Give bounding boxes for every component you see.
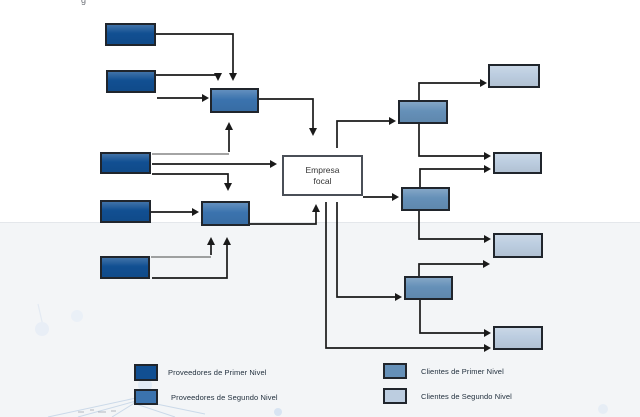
arrow-c1-to-l1 <box>418 82 480 100</box>
client-tier1-box-1 <box>398 100 448 124</box>
arrow-focal-to-l4 <box>325 202 484 349</box>
supplier-tier1-box-5 <box>100 256 150 279</box>
supplier-tier1-box-3 <box>100 152 151 174</box>
arrow-c3-to-l3 <box>418 263 483 276</box>
supplier-tier2-box-2 <box>201 201 250 226</box>
client-tier2-box-4 <box>493 326 543 350</box>
legend-swatch-clientes-segundo <box>383 388 407 404</box>
client-tier1-box-3 <box>404 276 453 300</box>
focal-company-label: Empresa focal <box>305 165 340 186</box>
supplier-tier1-box-2 <box>106 70 156 93</box>
cropped-caption-artifact: g <box>81 0 87 5</box>
legend-label-proveedores-segundo: Proveedores de Segundo Nivel <box>171 393 278 402</box>
client-tier2-box-1 <box>488 64 540 88</box>
supplier-tier1-box-4 <box>100 200 151 223</box>
arrow-focal-to-c3 <box>336 202 395 298</box>
arrow-c1-to-l2 <box>418 124 484 157</box>
arrow-c2-to-l2 <box>419 168 484 187</box>
arrowheads <box>192 73 491 352</box>
client-tier2-box-3 <box>493 233 543 258</box>
legend-swatch-proveedores-segundo <box>134 389 158 405</box>
legend-swatch-clientes-primer <box>383 363 407 379</box>
arrow-focal-to-c1 <box>336 120 389 148</box>
arrow-m1-to-focal <box>259 98 314 128</box>
supplier-tier2-box-1 <box>210 88 259 113</box>
legend-swatch-proveedores-primer <box>134 364 158 381</box>
legend-label-clientes-primer: Clientes de Primer Nivel <box>421 367 504 376</box>
arrow-m2-to-focal <box>250 212 317 225</box>
arrow-c3-to-l4 <box>419 300 484 334</box>
focal-company-box: Empresa focal <box>282 155 363 196</box>
arrow-s5-up-to-m2-b <box>152 245 228 279</box>
legend-label-proveedores-primer: Proveedores de Primer Nivel <box>168 368 267 377</box>
arrow-s3-down-to-m2 <box>152 173 229 183</box>
client-tier1-box-2 <box>401 187 450 211</box>
arrow-s1-to-m1 <box>156 33 234 73</box>
arrow-c2-to-l3 <box>418 211 484 240</box>
legend-label-clientes-segundo: Clientes de Segundo Nivel <box>421 392 512 401</box>
thin-lines <box>151 153 229 258</box>
client-tier2-box-2 <box>493 152 542 174</box>
supplier-tier1-box-1 <box>105 23 156 46</box>
connector-lines <box>151 33 484 349</box>
